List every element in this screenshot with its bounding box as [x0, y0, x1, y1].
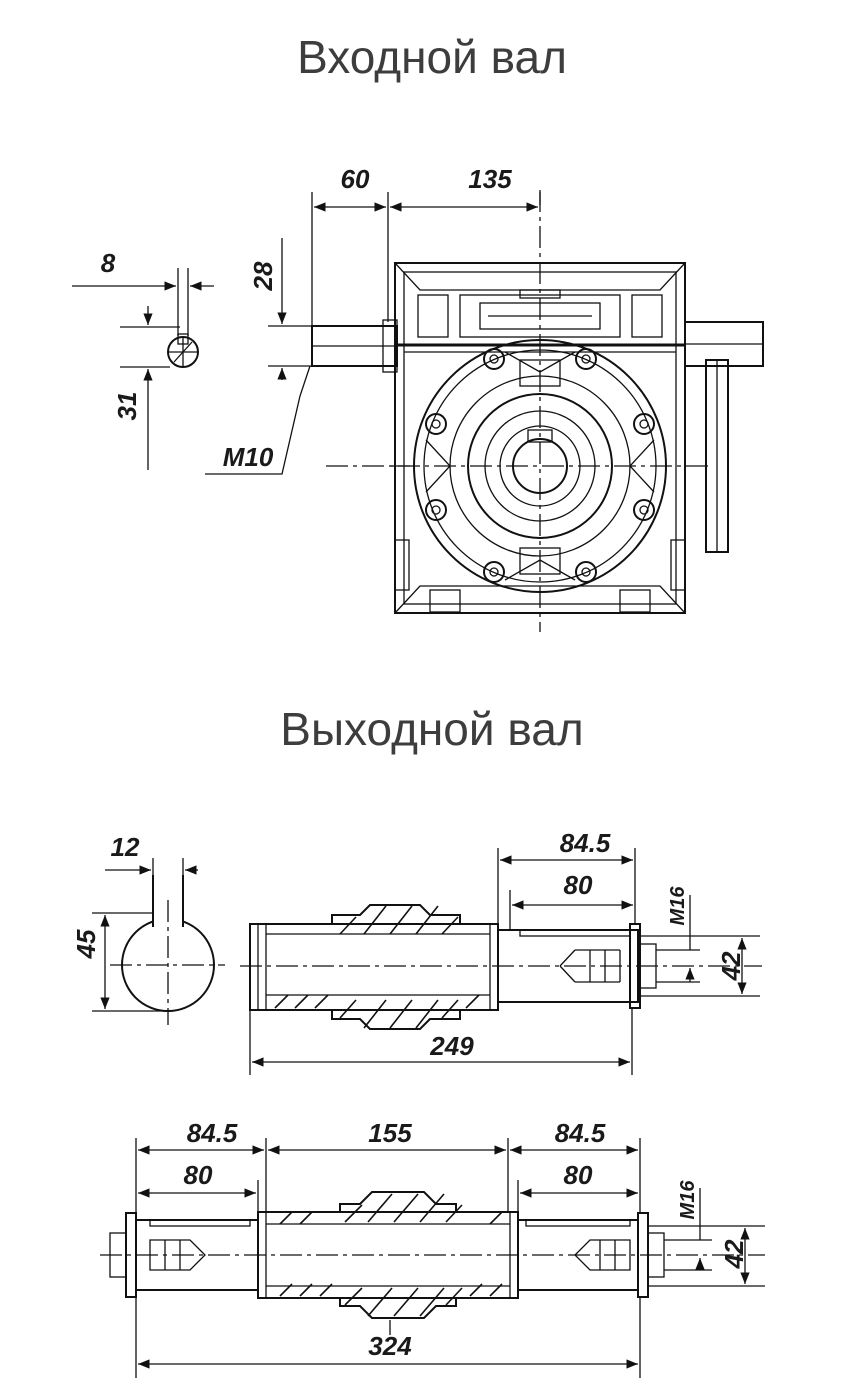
dim-28-label: 28 [248, 261, 278, 291]
dim-double-84-5-left: 84.5 [187, 1118, 238, 1148]
dim-60: 60 [341, 164, 370, 194]
dim-double-80-left: 80 [184, 1160, 213, 1190]
shaft-body-double [100, 1191, 765, 1319]
key-hole-section [92, 858, 225, 1025]
dim-single-84-80 [497, 848, 636, 930]
dim-double-m16-42 [648, 1188, 765, 1287]
dim-8: 8 [101, 248, 116, 278]
output-shaft-title: Выходной вал [280, 703, 584, 755]
output-flange [326, 190, 710, 632]
flange-bolts [425, 348, 655, 583]
key-section-detail [72, 268, 214, 470]
dim-single-84-5: 84.5 [560, 828, 611, 858]
dim-42-single: 42 [716, 951, 746, 981]
dim-31: 31 [112, 392, 142, 421]
output-shaft-double-drawing: 84.5 155 84.5 80 80 M16 42 324 [100, 1118, 765, 1378]
output-shaft-single-drawing: 12 45 [71, 828, 762, 1075]
dim-single-m16-42 [640, 895, 760, 997]
input-shaft-right [684, 321, 764, 553]
dim-60-135 [311, 192, 541, 328]
input-shaft-title: Входной вал [297, 31, 567, 83]
m16-double: M16 [677, 1180, 699, 1220]
dim-single-80: 80 [564, 870, 593, 900]
dim-135: 135 [468, 164, 512, 194]
dim-12: 12 [111, 832, 140, 862]
dim-249-label: 249 [429, 1031, 474, 1061]
dim-155: 155 [368, 1118, 412, 1148]
shaft-body-single [240, 904, 762, 1030]
dim-double-top [135, 1138, 641, 1220]
m10-label: M10 [223, 442, 274, 472]
dim-249 [249, 1008, 633, 1075]
dim-28 [268, 238, 312, 380]
dim-324-label: 324 [368, 1331, 412, 1361]
dim-42-double: 42 [719, 1239, 749, 1269]
dim-45: 45 [71, 929, 101, 959]
dim-324 [135, 1297, 641, 1378]
m16-single: M16 [667, 886, 689, 926]
m10-leader [205, 365, 311, 475]
dim-double-80-right: 80 [564, 1160, 593, 1190]
input-shaft-left [311, 319, 398, 373]
input-shaft-drawing: 60 135 28 M10 [72, 164, 764, 632]
dim-double-84-5-right: 84.5 [555, 1118, 606, 1148]
